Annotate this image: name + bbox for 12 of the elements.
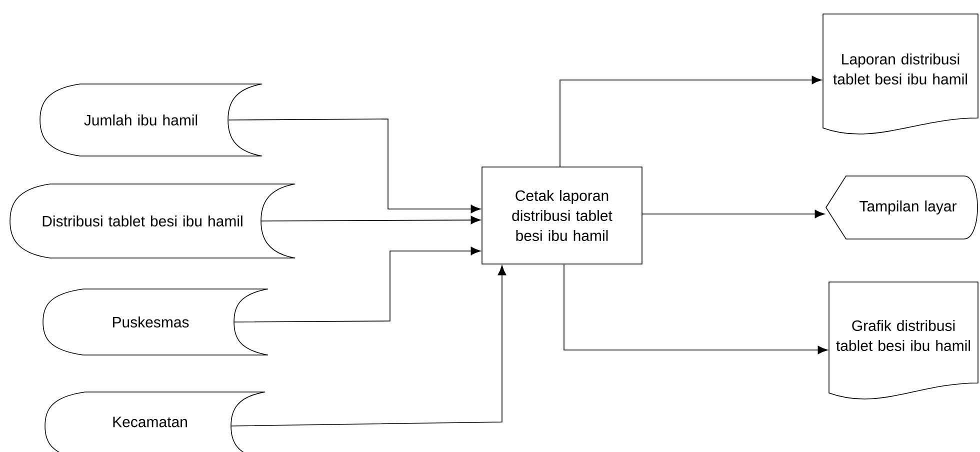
arrow [228, 118, 481, 214]
arrow [560, 76, 822, 168]
arrow [642, 210, 825, 218]
stored-data-shape: Distribusi tablet besi ibu hamil [10, 184, 296, 258]
arrow [234, 246, 481, 322]
arrow [260, 216, 481, 224]
stored-data-shape: Kecamatan [44, 392, 266, 452]
arrow [564, 264, 828, 354]
stored-data-shape: Puskesmas [42, 288, 268, 356]
process-box: Cetak laporan distribusi tablet besi ibu hamil [482, 166, 642, 264]
arrow [230, 265, 506, 426]
stored-data-shape: Jumlah ibu hamil [40, 84, 262, 156]
